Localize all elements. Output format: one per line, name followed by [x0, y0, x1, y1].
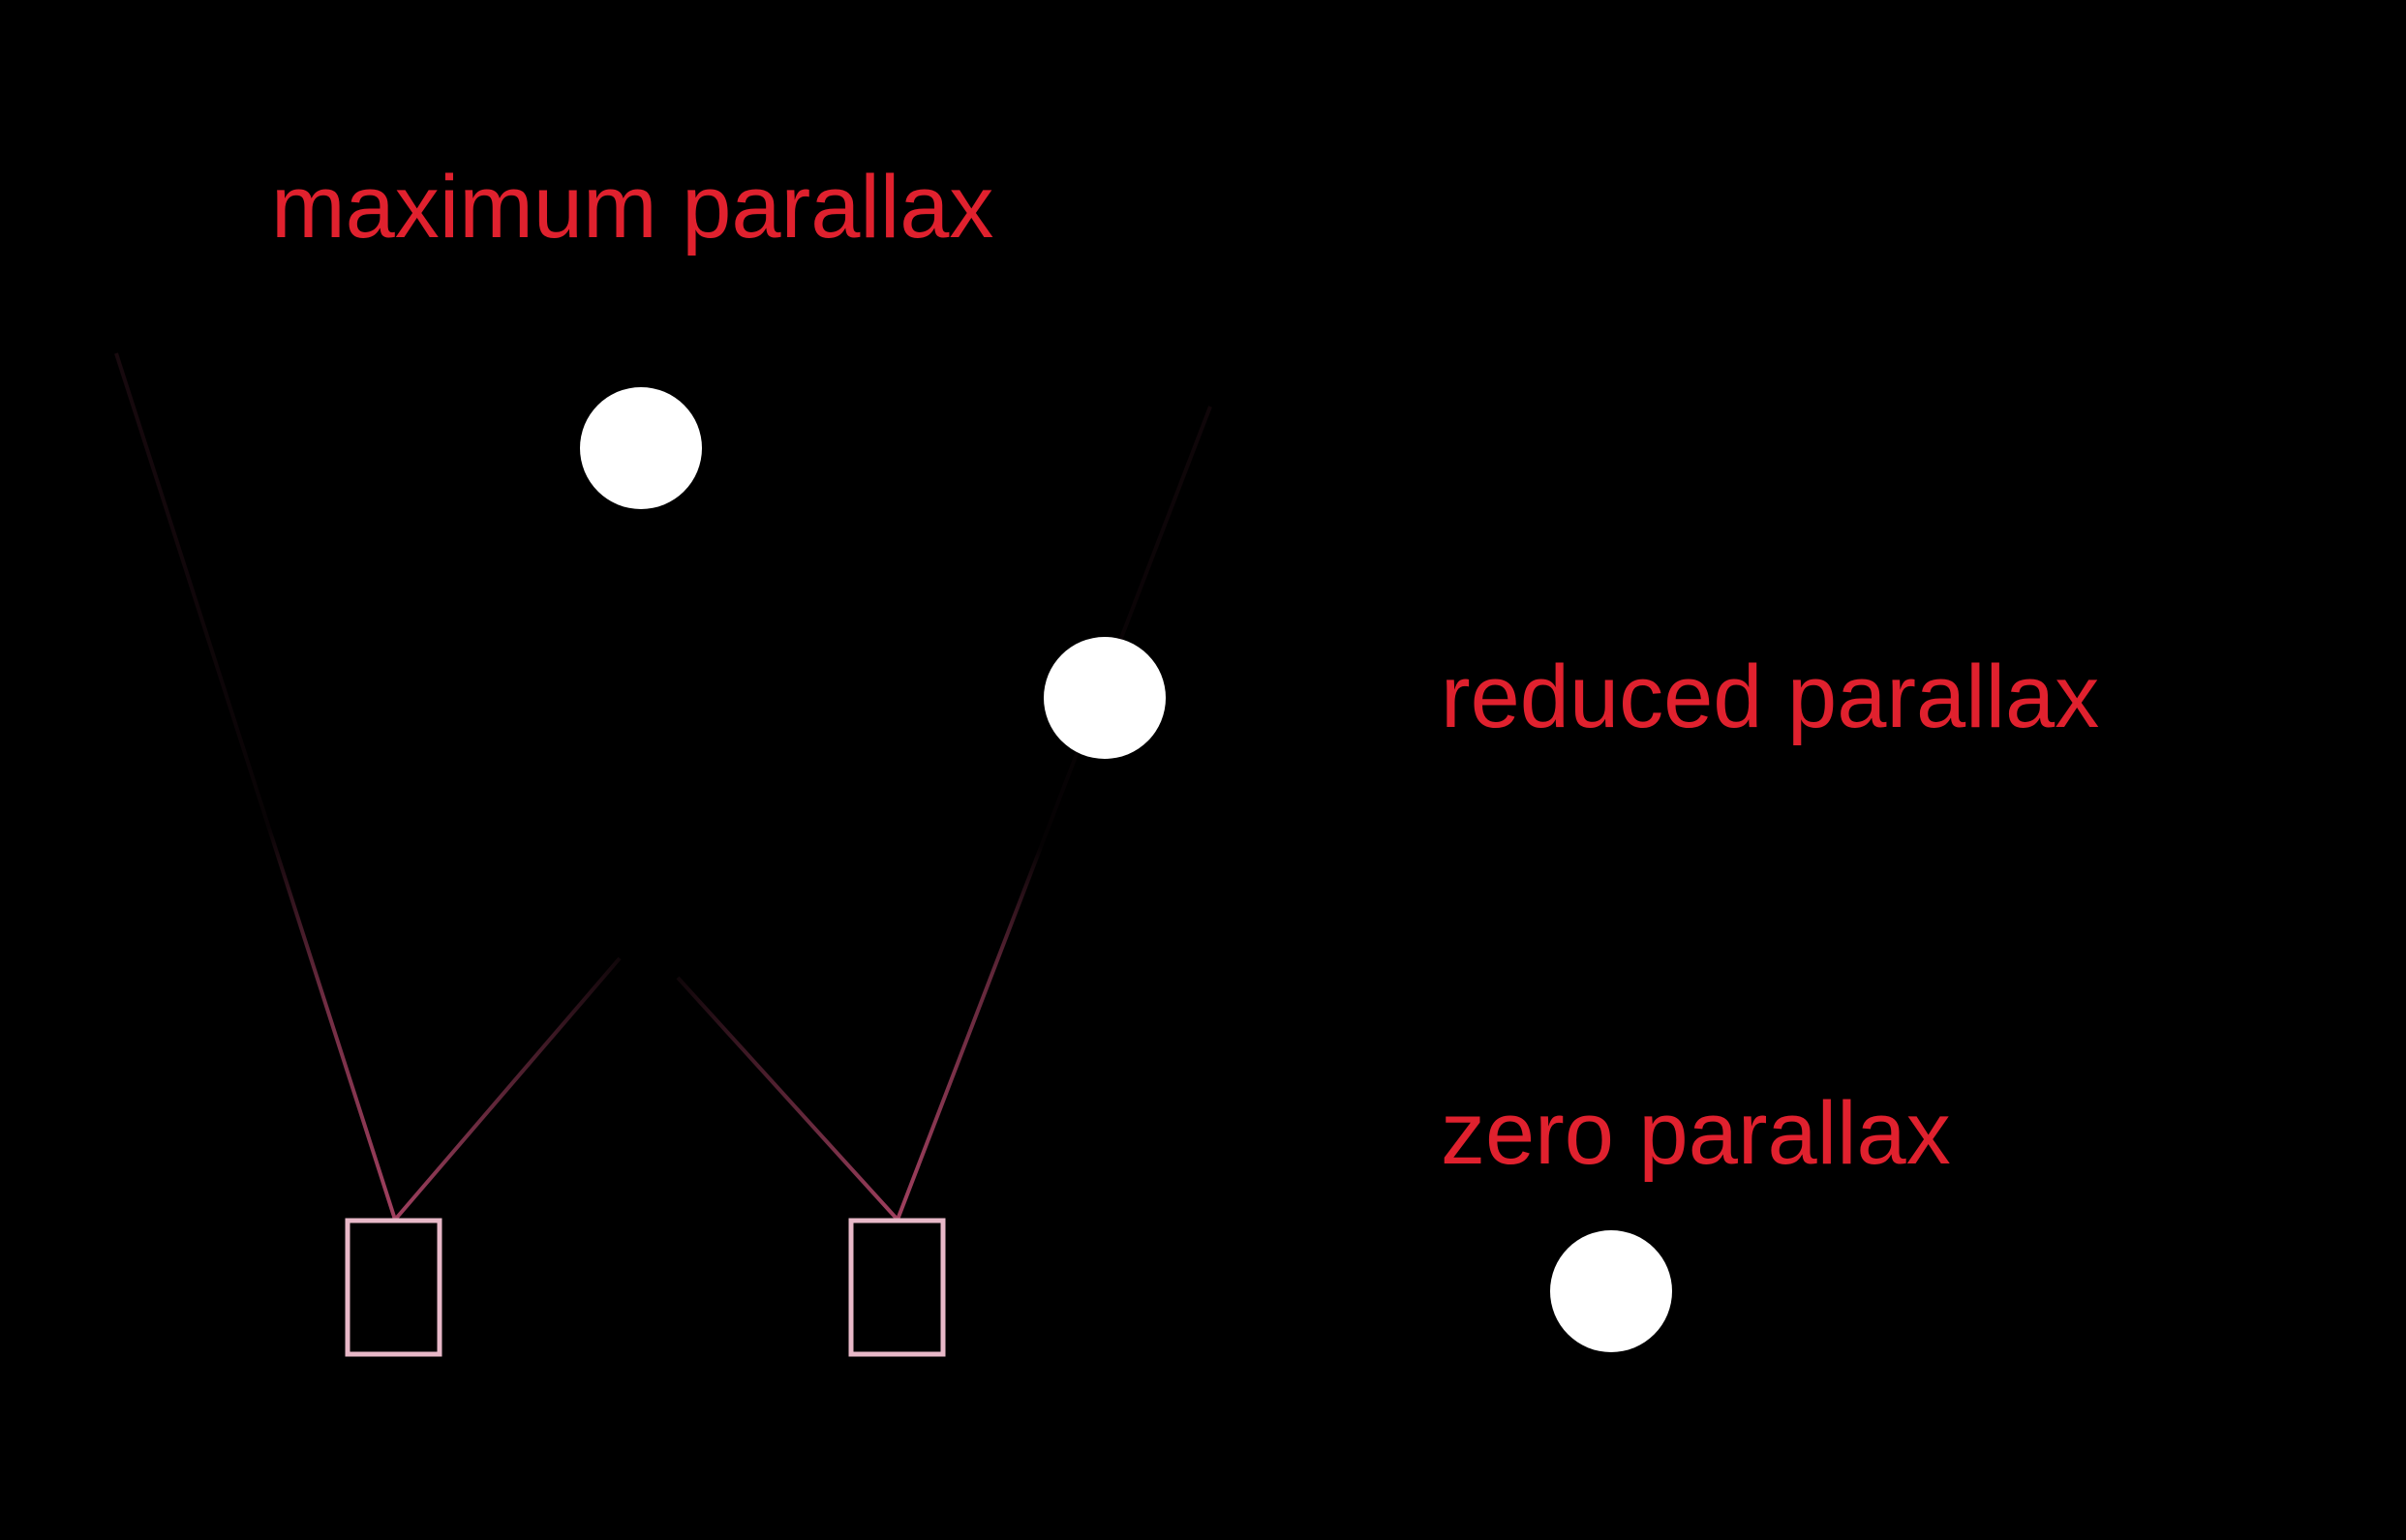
- left-ray-1: [114, 352, 397, 1221]
- right-ray-1: [676, 976, 899, 1222]
- right-camera: [848, 1218, 946, 1357]
- right-ray-2: [896, 406, 1212, 1221]
- left-camera-rays: [114, 352, 622, 1222]
- object-zero-parallax: [1550, 1230, 1672, 1352]
- object-maximum-parallax: [580, 387, 702, 509]
- left-ray-2: [393, 956, 622, 1222]
- label-reduced-parallax: reduced parallax: [1441, 648, 2100, 746]
- label-zero-parallax: zero parallax: [1441, 1084, 1951, 1183]
- right-camera-rays: [676, 406, 1212, 1222]
- label-maximum-parallax: maximum parallax: [271, 158, 994, 257]
- left-camera: [345, 1218, 442, 1357]
- object-reduced-parallax: [1044, 637, 1166, 759]
